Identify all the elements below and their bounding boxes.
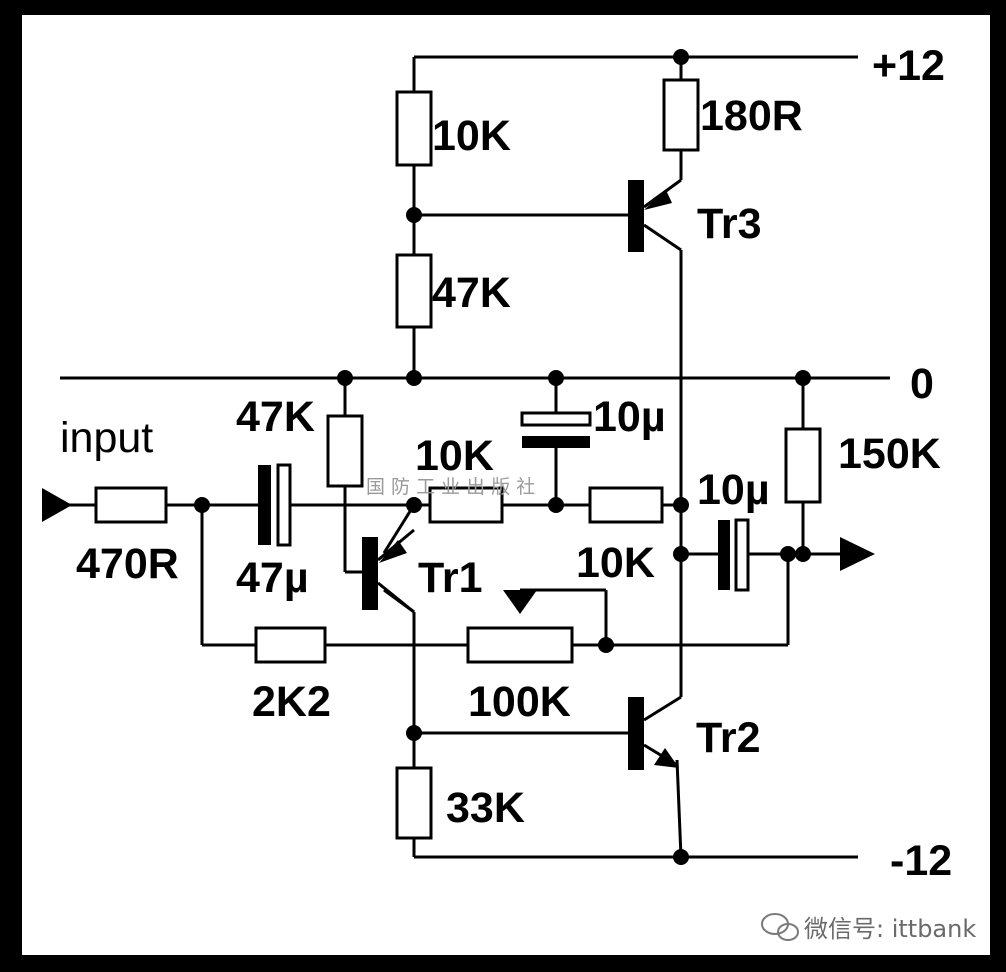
tr2-emitter-wire [675,759,683,858]
junction [780,546,796,562]
label-470r: 470R [76,540,179,588]
resistor-47k-upper [395,253,433,329]
junction [795,546,811,562]
watermark-publisher: 国 防 工 业 出 版 社 [366,476,535,498]
cap-47u-plate-open [276,463,292,547]
cap-47u-plate-solid [258,465,271,545]
junction [673,497,689,513]
resistor-180r [662,78,700,152]
label-10k-top: 10K [432,112,511,160]
resistor-33k [395,766,433,840]
junction [548,497,564,513]
label-2k2: 2K2 [252,678,331,726]
tr1-emitter-wire [382,504,416,554]
wechat-badge: 微信号: ittbank [761,913,976,943]
resistor-10k-top [395,90,433,167]
label-47k-left: 47K [236,393,315,441]
label-tr1: Tr1 [418,554,483,602]
labels: +12 0 -12 input 10K 180R 47K Tr3 47K 10µ… [60,42,952,885]
transistors [362,178,682,770]
schematic-panel: +12 0 -12 input 10K 180R 47K Tr3 47K 10µ… [22,15,990,955]
tr2-base-bar [628,697,644,770]
tr1-base-bar [362,537,378,610]
label-33k: 33K [446,784,525,832]
label-10u-top: 10µ [593,393,666,441]
pot-wiper-arrow [503,590,537,614]
cap-10u-out-plate-solid [718,520,730,590]
capacitors [258,411,750,592]
resistor-10k-right [588,486,664,524]
junction [337,370,353,386]
tr1-collector-lead-2 [377,581,415,614]
resistor-10k-mid [428,486,504,524]
junction [673,546,689,562]
junctions [194,49,811,865]
rail-label-plus12: +12 [872,42,945,90]
input-arrow [42,488,72,522]
junction [406,370,422,386]
tr3-collector-lead [643,223,682,252]
tr3-base-bar [628,180,644,252]
tr2-collector-lead [643,695,682,722]
tr3-emitter-arrow [644,190,672,210]
wechat-id-text: 微信号: ittbank [804,915,976,943]
amplifier-schematic: +12 0 -12 input 10K 180R 47K Tr3 47K 10µ… [42,42,976,943]
resistor-150k [784,427,822,504]
junction [548,370,564,386]
junction [795,370,811,386]
label-10k-mid: 10K [415,432,494,480]
label-47k-upper: 47K [432,269,511,317]
junction [194,497,210,513]
resistor-2k2 [254,626,327,664]
resistor-47k-left [326,414,364,488]
output-arrow [840,537,875,571]
potentiometer-100k [466,626,574,664]
junction [673,49,689,65]
label-47u: 47µ [236,554,309,602]
wechat-icon [761,913,799,941]
label-tr2: Tr2 [696,714,761,762]
junction [598,637,614,653]
cap-10u-top-plate-open [520,411,592,427]
resistors [94,78,822,840]
label-10k-right: 10K [576,539,655,587]
rail-label-zero: 0 [910,360,934,408]
label-150k: 150K [838,430,941,478]
junction [673,849,689,865]
resistor-470r [94,486,168,524]
tr2-emitter-arrow [654,748,679,768]
input-label: input [60,414,153,462]
label-180r: 180R [700,92,803,140]
label-100k: 100K [468,678,571,726]
cap-10u-out-plate-open [734,518,750,592]
junction [406,497,422,513]
label-10u-out: 10µ [697,466,770,514]
label-tr3: Tr3 [697,200,762,248]
rail-label-minus12: -12 [890,837,952,885]
junction [406,725,422,741]
tr1-emitter-arrow [379,540,407,563]
junction [406,207,422,223]
cap-10u-top-plate-solid [522,436,590,448]
